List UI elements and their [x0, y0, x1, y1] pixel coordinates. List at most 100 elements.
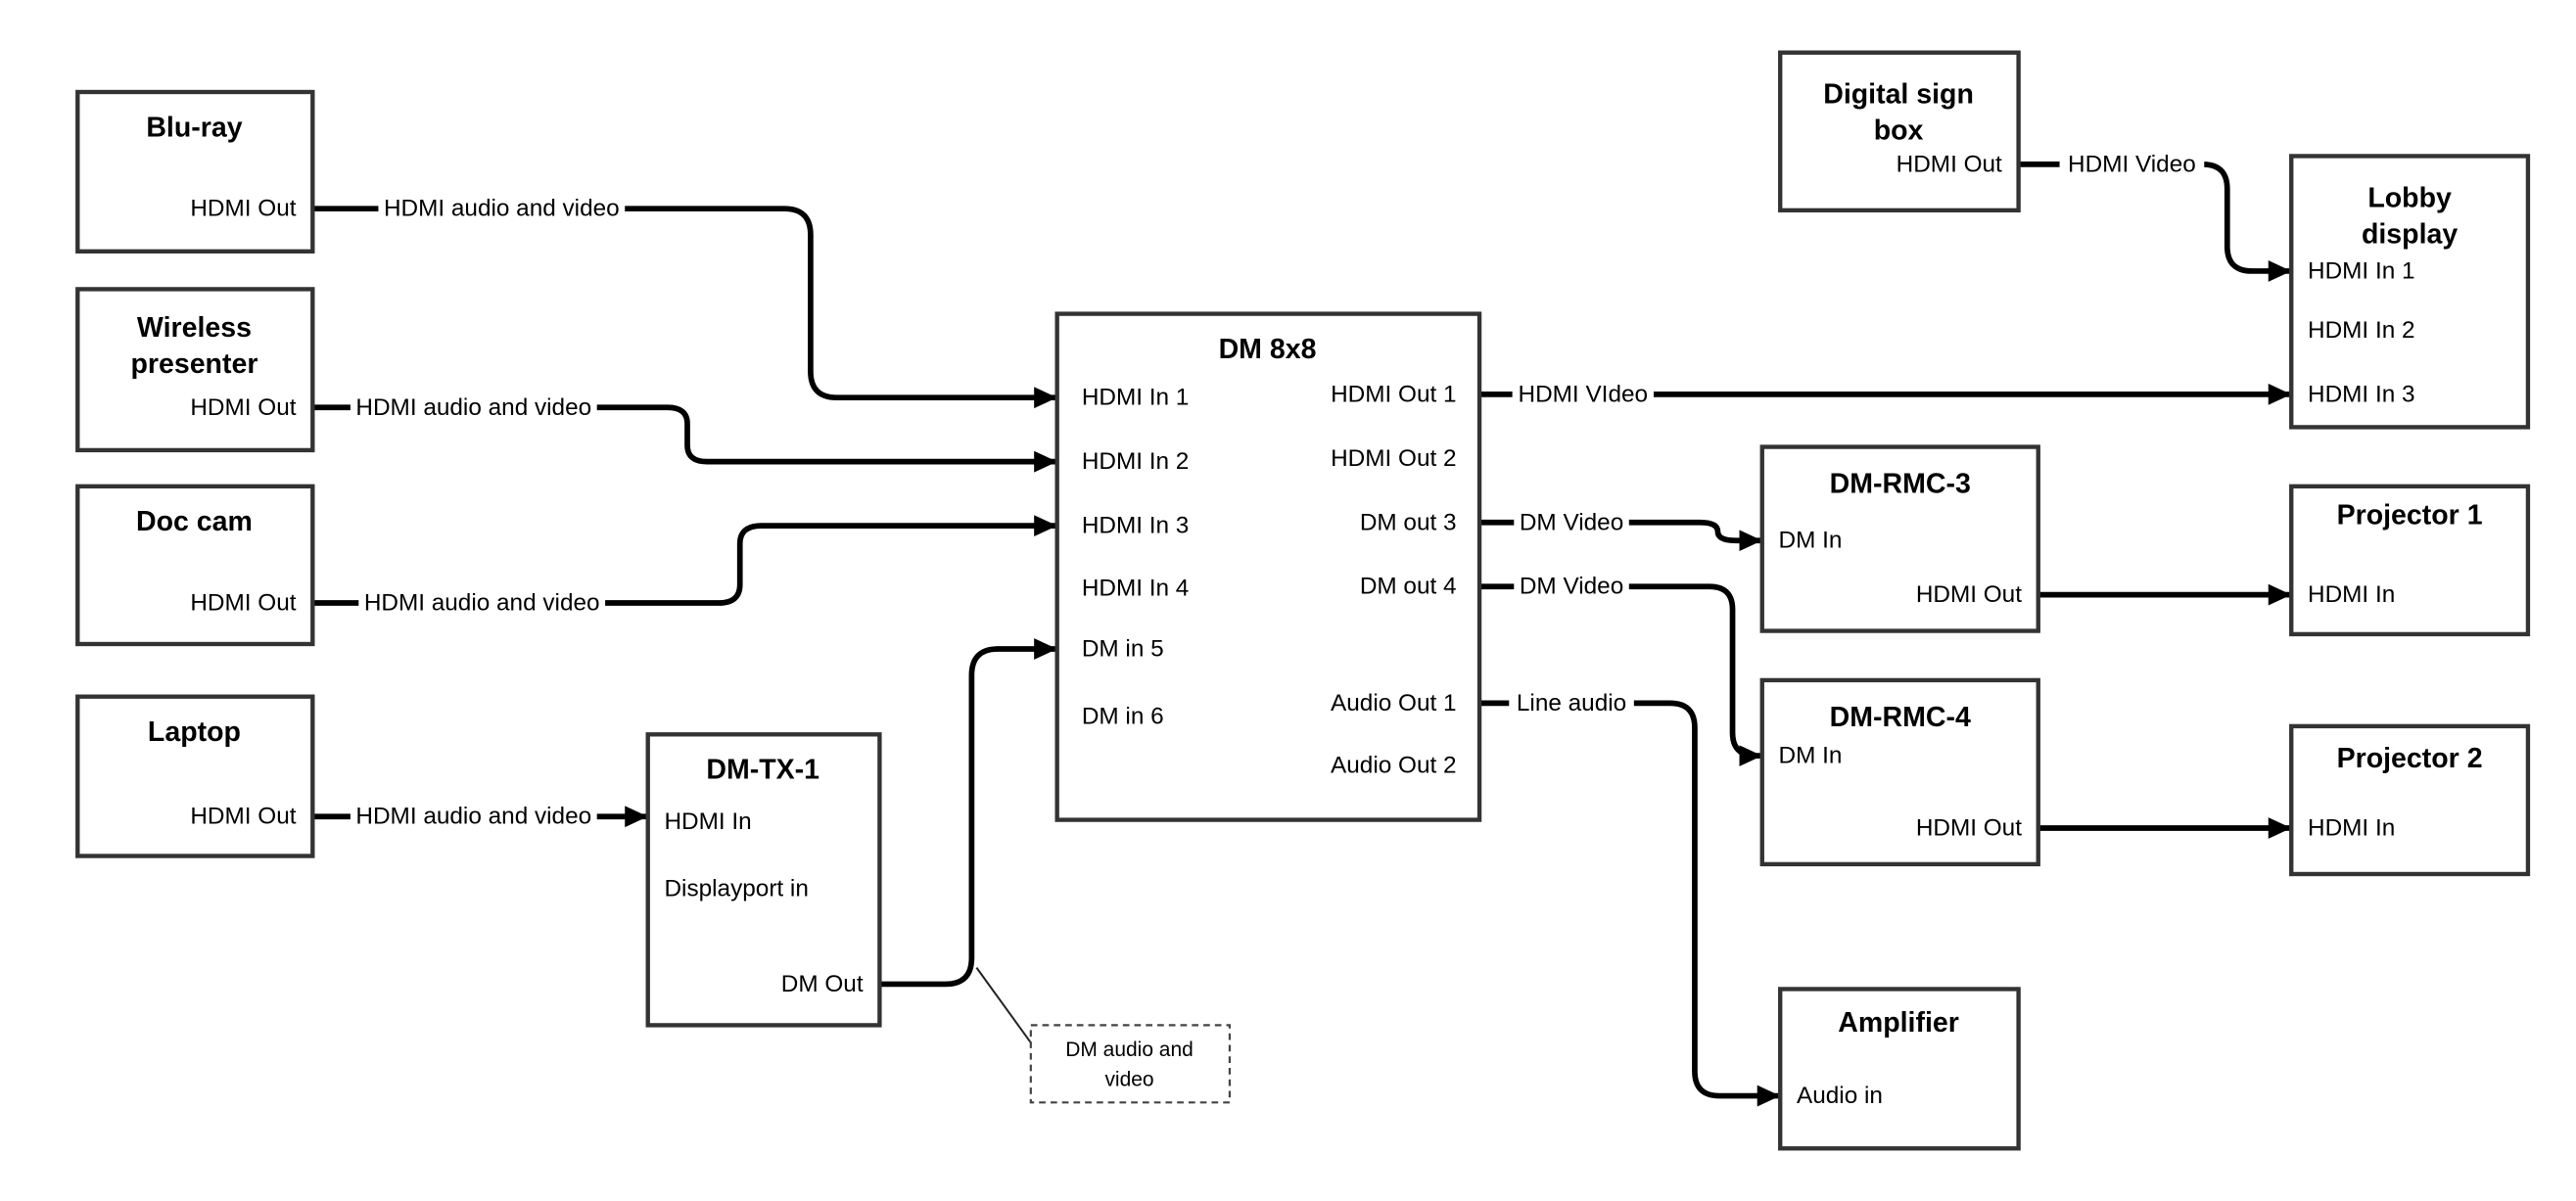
node-digital-sign-box: Digital sign box HDMI Out	[1778, 50, 2021, 213]
annotation-callout-line	[975, 967, 1034, 1046]
port-audio-in: Audio in	[1797, 1083, 1883, 1109]
wire-label-bg	[378, 192, 626, 225]
wire-label: DM Video	[1520, 509, 1623, 535]
device-box	[75, 484, 315, 647]
node-projector-2: Projector 2 HDMI In	[2289, 723, 2531, 877]
port-dm-out: DM Out	[781, 971, 864, 997]
device-title: DM 8x8	[1219, 334, 1317, 365]
wire-label: HDMI audio and video	[384, 196, 620, 222]
node-dm-tx-1: DM-TX-1 HDMI In Displayport in DM Out	[645, 732, 882, 1028]
device-title: Wireless	[137, 312, 252, 344]
device-title: DM-TX-1	[706, 755, 820, 786]
device-title: Amplifier	[1838, 1007, 1959, 1039]
device-box	[1759, 677, 2040, 867]
port-hdmi-out-2: HDMI Out 2	[1331, 445, 1456, 472]
port-hdmi-out: HDMI Out	[190, 804, 296, 830]
device-title: DM-RMC-4	[1830, 702, 1971, 733]
port-hdmi-in: HDMI In	[665, 808, 752, 835]
wire-dmout3-to-rmc3	[1479, 519, 1762, 552]
port-hdmi-out: HDMI Out	[1897, 151, 2002, 177]
device-title: display	[2362, 218, 2458, 250]
device-title: Doc cam	[136, 506, 253, 537]
port-dm-out-4: DM out 4	[1360, 574, 1457, 600]
device-box	[2289, 723, 2531, 877]
wire-label-bg	[1514, 505, 1629, 539]
port-dm-in: DM In	[1779, 743, 1843, 769]
device-title: DM-RMC-3	[1830, 469, 1971, 500]
device-box	[75, 287, 315, 453]
port-hdmi-out: HDMI Out	[190, 590, 296, 617]
device-box	[1778, 50, 2021, 213]
annotation-dm-audio-video: DM audio and video	[1029, 1024, 1232, 1104]
node-projector-1: Projector 1 HDMI In	[2289, 484, 2531, 637]
device-title: Projector 1	[2337, 499, 2483, 531]
wire-label: Line audio	[1517, 690, 1626, 716]
node-bluray: Blu-ray HDMI Out	[75, 89, 315, 254]
port-hdmi-in: HDMI In	[2308, 581, 2395, 608]
port-dm-out-3: DM out 3	[1360, 509, 1457, 535]
wire-label: HDMI audio and video	[355, 804, 591, 830]
device-box	[1778, 987, 2021, 1151]
node-doc-cam: Doc cam HDMI Out	[75, 484, 315, 647]
device-box	[645, 732, 882, 1028]
device-title: Projector 2	[2337, 743, 2483, 774]
device-title: presenter	[130, 348, 258, 380]
port-dm-in: DM In	[1779, 528, 1843, 554]
annotation-box	[1029, 1024, 1232, 1104]
node-laptop: Laptop HDMI Out	[75, 694, 315, 858]
device-box	[2289, 484, 2531, 637]
device-box	[75, 694, 315, 858]
wire-label: HDMI Video	[2068, 151, 2196, 177]
port-hdmi-in-1: HDMI In 1	[2308, 257, 2415, 284]
wire-bluray-to-dm8x8-in1	[312, 206, 1057, 409]
port-hdmi-in-2: HDMI In 2	[2308, 317, 2415, 344]
wire-wireless-to-dm8x8-in2	[312, 404, 1057, 473]
wire-labels: HDMI audio and video HDMI audio and vide…	[350, 148, 2205, 834]
port-hdmi-in: HDMI In	[2308, 814, 2395, 841]
wire-label-bg	[350, 391, 597, 425]
wire-label: HDMI audio and video	[364, 590, 600, 617]
port-hdmi-in-3: HDMI In 3	[1082, 513, 1190, 539]
wire-label-bg	[2059, 148, 2205, 181]
port-hdmi-out: HDMI Out	[1916, 814, 2022, 841]
device-title: Lobby	[2367, 182, 2452, 213]
device-box	[1054, 311, 1482, 822]
wire-label-bg	[1512, 378, 1654, 411]
node-lobby-display: Lobby display HDMI In 1 HDMI In 2 HDMI I…	[2289, 154, 2531, 430]
port-audio-out-1: Audio Out 1	[1331, 690, 1456, 716]
port-hdmi-out-1: HDMI Out 1	[1331, 381, 1456, 407]
port-hdmi-in-2: HDMI In 2	[1082, 448, 1190, 475]
wire-dmout4-to-rmc4	[1479, 583, 1762, 767]
port-hdmi-in-4: HDMI In 4	[1082, 575, 1190, 601]
node-dm-rmc-3: DM-RMC-3 DM In HDMI Out	[1759, 444, 2040, 633]
port-dm-in-6: DM in 6	[1082, 703, 1164, 729]
device-title: box	[1874, 115, 1924, 147]
port-hdmi-out: HDMI Out	[190, 394, 296, 421]
device-box	[1759, 444, 2040, 633]
annotation-text: video	[1104, 1068, 1153, 1090]
node-amplifier: Amplifier Audio in	[1778, 987, 2021, 1151]
port-hdmi-in-1: HDMI In 1	[1082, 385, 1190, 411]
wire-dmtx1-to-dm8x8-in5	[879, 638, 1057, 988]
device-title: Digital sign	[1823, 79, 1974, 111]
wire-label-bg	[1509, 686, 1634, 720]
port-dm-in-5: DM in 5	[1082, 636, 1164, 663]
annotation-text: DM audio and	[1065, 1039, 1194, 1061]
node-dm-rmc-4: DM-RMC-4 DM In HDMI Out	[1759, 677, 2040, 867]
device-title: Blu-ray	[146, 112, 242, 143]
node-wireless-presenter: Wireless presenter HDMI Out	[75, 287, 315, 453]
port-hdmi-out: HDMI Out	[1916, 581, 2022, 608]
wire-doccam-to-dm8x8-in3	[312, 515, 1057, 606]
port-hdmi-out: HDMI Out	[190, 196, 296, 222]
wire-label: HDMI audio and video	[355, 394, 591, 421]
device-box	[2289, 154, 2531, 430]
wire-label-bg	[350, 800, 597, 834]
wire-label-bg	[1514, 570, 1629, 604]
port-hdmi-in-3: HDMI In 3	[2308, 381, 2415, 407]
device-box	[75, 89, 315, 254]
device-title: Laptop	[148, 716, 241, 748]
port-displayport-in: Displayport in	[665, 876, 809, 902]
wire-label: DM Video	[1520, 574, 1623, 600]
